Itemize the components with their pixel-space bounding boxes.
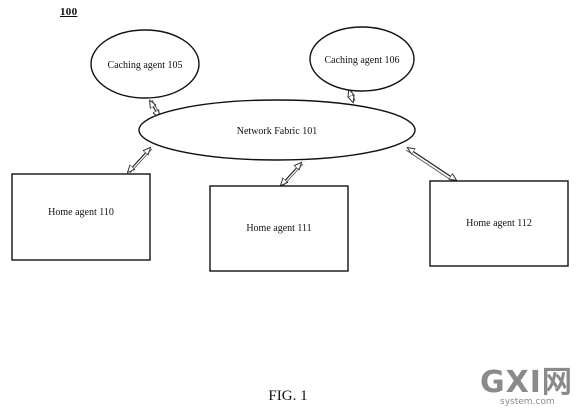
- network-fabric-101-label: Network Fabric 101: [237, 126, 318, 137]
- watermark-small-text: system.com: [500, 397, 555, 406]
- home-agent-112: Home agent 112: [429, 180, 569, 267]
- home-agent-111: Home agent 111: [209, 185, 349, 272]
- watermark-logo: GXI网 system.com: [480, 365, 570, 406]
- connectors: [128, 89, 456, 186]
- caching-agent-106: Caching agent 106: [309, 26, 415, 92]
- figure-reference-number: 100: [60, 6, 78, 18]
- network-fabric-101: Network Fabric 101: [138, 99, 416, 161]
- watermark-big-text: GXI网: [480, 365, 570, 400]
- edge-home-110-to-fabric: [128, 148, 153, 173]
- caching-agent-105-label: Caching agent 105: [108, 60, 183, 71]
- caching-agent-105: Caching agent 105: [90, 29, 200, 99]
- home-agent-110-label: Home agent 110: [48, 207, 114, 218]
- home-agent-112-label: Home agent 112: [466, 218, 532, 229]
- caching-agent-106-label: Caching agent 106: [325, 55, 400, 66]
- edge-home-112-to-fabric: [405, 148, 456, 183]
- figure-caption: FIG. 1: [268, 388, 308, 404]
- edge-home-111-to-fabric: [281, 163, 304, 186]
- home-agent-111-label: Home agent 111: [246, 223, 311, 234]
- home-agent-110: Home agent 110: [11, 173, 151, 261]
